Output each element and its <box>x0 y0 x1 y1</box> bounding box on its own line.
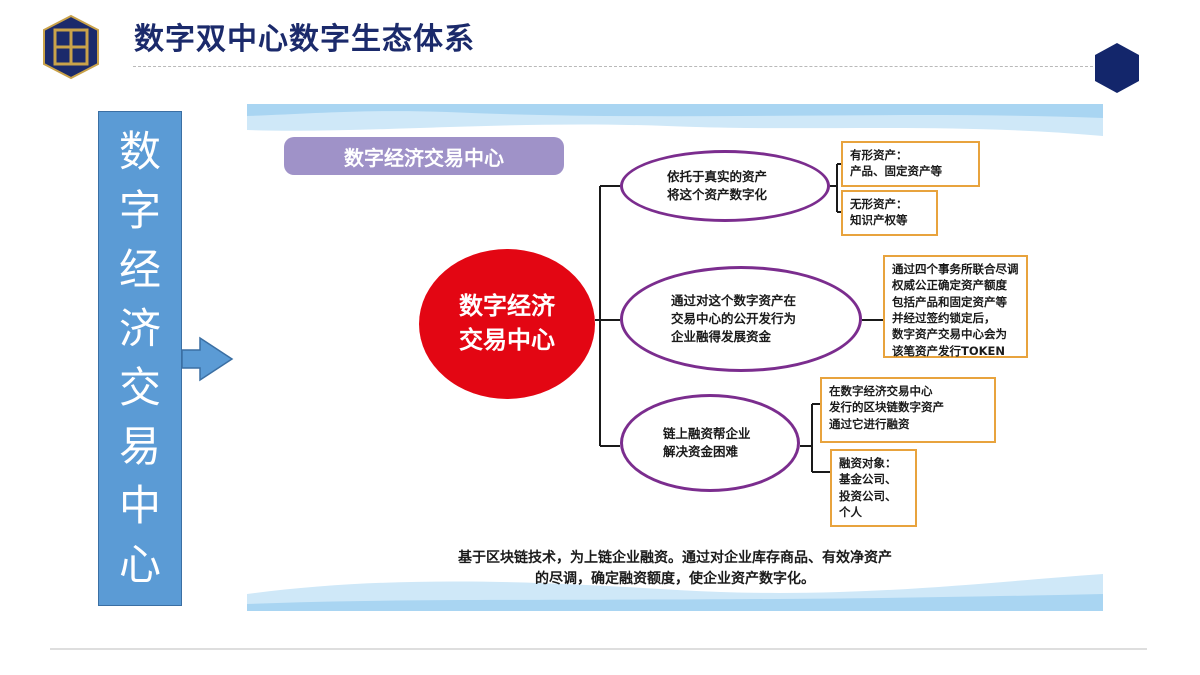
info-box-blockchain-financing: 在数字经济交易中心 发行的区块链数字资产 通过它进行融资 <box>820 377 996 443</box>
info-box-line: 通过它进行融资 <box>829 416 910 431</box>
branch-node-2: 通过对这个数字资产在 交易中心的公开发行为 企业融得发展资金 <box>620 266 862 372</box>
branch-node-line: 链上融资帮企业 <box>663 425 751 441</box>
info-box-line: 权威公正确定资产额度 <box>892 278 1007 293</box>
info-box-line: 数字资产交易中心会为 <box>892 327 1007 342</box>
info-box-line: 基金公司、 <box>839 472 897 487</box>
diagram-footer: 基于区块链技术，为上链企业融资。通过对企业库存商品、有效净资产 的尽调，确定融资… <box>247 548 1103 590</box>
info-box-financing-targets: 融资对象： 基金公司、 投资公司、 个人 <box>830 449 917 527</box>
hexagon-icon <box>1095 43 1139 93</box>
info-box-line: 该笔资产发行TOKEN <box>892 343 1006 358</box>
arrow-right-icon <box>182 336 234 382</box>
info-box-intangible-assets: 无形资产： 知识产权等 <box>841 190 938 236</box>
footer-line: 的尽调，确定融资额度，使企业资产数字化。 <box>535 571 815 587</box>
center-node: 数字经济 交易中心 <box>419 249 595 399</box>
info-box-line: 无形资产： <box>850 197 908 211</box>
branch-node-line: 将这个资产数字化 <box>667 187 768 202</box>
info-box-line: 通过四个事务所联合尽调 <box>892 262 1019 276</box>
branch-node-line: 解决资金困难 <box>663 444 739 459</box>
center-node-line: 数字经济 <box>459 292 555 321</box>
side-label-box: 数 字 经 济 交 易 中 心 <box>98 111 182 606</box>
diagram-header: 数字经济交易中心 <box>284 137 564 175</box>
info-box-line: 在数字经济交易中心 <box>829 384 933 398</box>
info-box-line: 发行的区块链数字资产 <box>829 400 944 415</box>
connector-lines <box>595 163 883 473</box>
wave-background <box>247 104 1103 611</box>
branch-node-1: 依托于真实的资产 将这个资产数字化 <box>620 150 830 222</box>
branch-node-3: 链上融资帮企业 解决资金困难 <box>620 394 800 492</box>
side-label-char: 心 <box>118 540 161 590</box>
branch-node-line: 交易中心的公开发行为 <box>671 310 797 326</box>
info-box-line: 有形资产： <box>850 148 908 162</box>
side-label-char: 中 <box>118 481 161 531</box>
title-divider <box>133 66 1093 67</box>
side-label-char: 经 <box>118 244 161 294</box>
logo-icon <box>43 14 99 80</box>
info-box-line: 融资对象： <box>839 456 897 470</box>
info-box-line: 并经过签约锁定后， <box>892 310 996 325</box>
info-box-line: 包括产品和固定资产等 <box>892 294 1007 309</box>
info-box-line: 知识产权等 <box>850 213 908 228</box>
footer-line: 基于区块链技术，为上链企业融资。通过对企业库存商品、有效净资产 <box>458 550 892 566</box>
bottom-divider <box>50 648 1147 650</box>
info-box-tangible-assets: 有形资产： 产品、固定资产等 <box>841 141 980 187</box>
branch-node-line: 企业融得发展资金 <box>671 329 772 345</box>
page-title: 数字双中心数字生态体系 <box>134 22 475 57</box>
center-node-line: 交易中心 <box>459 326 555 354</box>
side-label-char: 济 <box>118 303 161 353</box>
info-box-line: 产品、固定资产等 <box>850 164 942 179</box>
info-box-line: 个人 <box>839 504 862 519</box>
side-label-char: 字 <box>118 185 161 235</box>
side-label-char: 数 <box>118 126 161 176</box>
side-label-char: 易 <box>118 422 161 472</box>
info-box-token-issuance: 通过四个事务所联合尽调 权威公正确定资产额度 包括产品和固定资产等 并经过签约锁… <box>883 255 1028 358</box>
side-label-char: 交 <box>118 363 161 413</box>
branch-node-line: 依托于真实的资产 <box>667 168 768 184</box>
mind-map-diagram: 数字经济交易中心 数字经济 交易中心 依托于真实的资产 将这个资产数字化 有形资… <box>247 104 1103 611</box>
info-box-line: 投资公司、 <box>839 488 897 503</box>
branch-node-line: 通过对这个数字资产在 <box>671 292 797 308</box>
